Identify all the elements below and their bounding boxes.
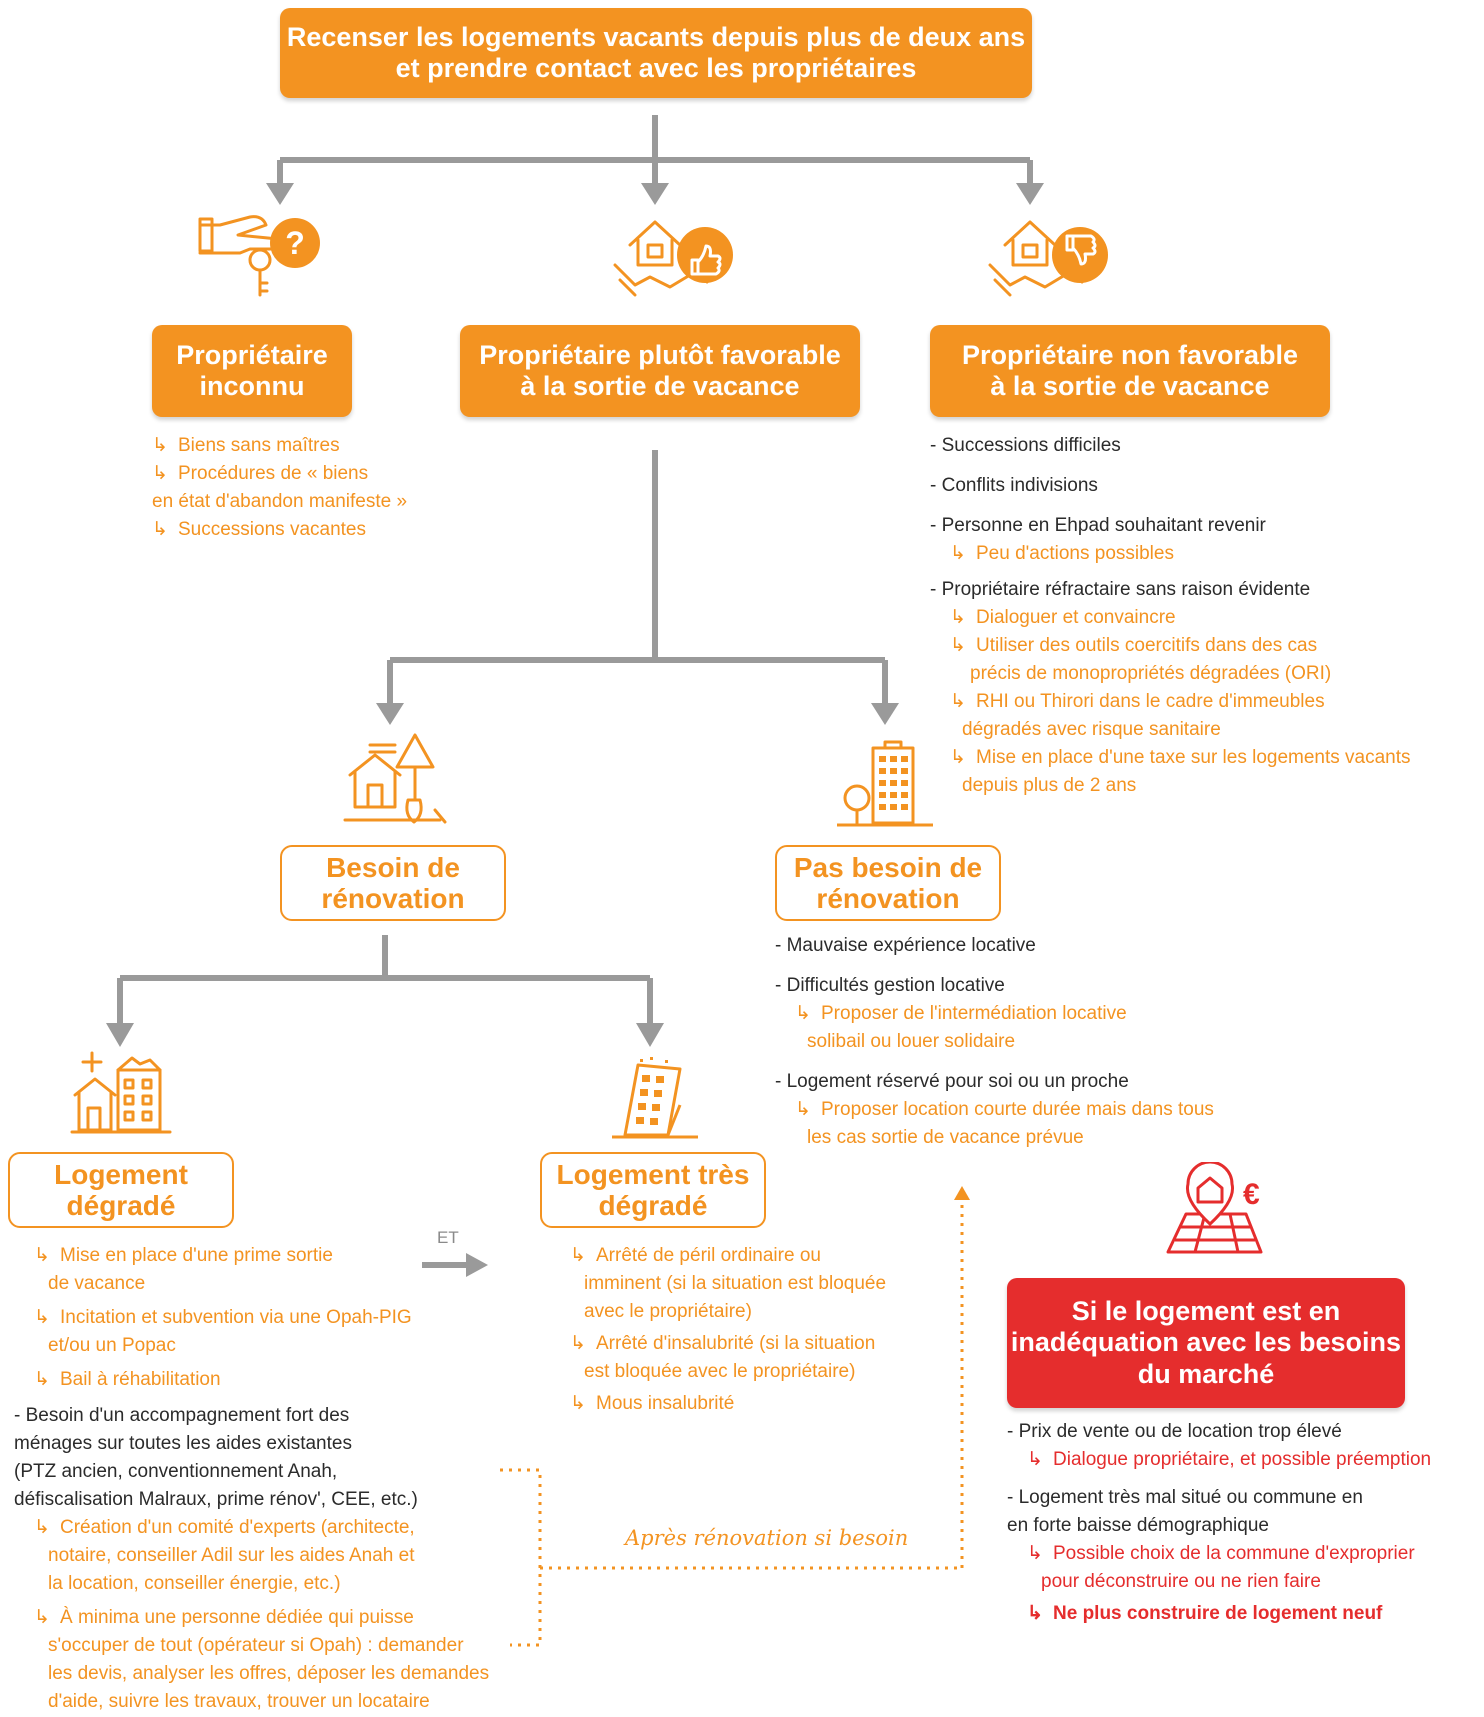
inconnu-item: Procédures de « biens bbox=[178, 463, 369, 484]
list-subitem: Arrêté d'insalubrité (si la situation bbox=[596, 1333, 876, 1354]
key-hand-question-icon: ? bbox=[198, 215, 320, 297]
degrade-list: ↳Mise en place d'une prime sortie de vac… bbox=[14, 1242, 489, 1716]
inconnu-item: Successions vacantes bbox=[178, 519, 366, 540]
apartment-building-tree-icon bbox=[837, 740, 933, 827]
list-subitem: Arrêté de péril ordinaire ou bbox=[596, 1245, 821, 1266]
box-proprietaire-favorable: Propriétaire plutôt favorable à la sorti… bbox=[460, 325, 860, 417]
list-item: défiscalisation Malraux, prime rénov', C… bbox=[14, 1489, 418, 1510]
crumbling-building-icon bbox=[612, 1057, 698, 1139]
house-handshake-thumbs-up-icon bbox=[613, 220, 733, 297]
list-item: - Difficultés gestion locative bbox=[775, 975, 1005, 996]
list-subitem: RHI ou Thirori dans le cadre d'immeubles bbox=[976, 691, 1325, 712]
list-subitem: les cas sortie de vacance prévue bbox=[807, 1127, 1084, 1148]
list-item: (PTZ ancien, conventionnement Anah, bbox=[14, 1461, 338, 1482]
box-proprietaire-non-favorable: Propriétaire non favorable à la sortie d… bbox=[930, 325, 1330, 417]
top-box: Recenser les logements vacants depuis pl… bbox=[280, 8, 1032, 98]
list-subitem: précis de monopropriétés dégradées (ORI) bbox=[970, 663, 1332, 684]
list-subitem: la location, conseiller énergie, etc.) bbox=[48, 1573, 341, 1594]
list-subitem: Ne plus construire de logement neuf bbox=[1053, 1603, 1383, 1624]
list-subitem: Création d'un comité d'experts (architec… bbox=[60, 1517, 415, 1538]
box-logement-tres-degrade: Logement très dégradé bbox=[540, 1152, 766, 1228]
box-inadequation-marche: Si le logement est en inadéquation avec … bbox=[1007, 1278, 1405, 1408]
list-item: - Logement très mal situé ou commune en bbox=[1007, 1487, 1363, 1508]
list-subitem: Mise en place d'une prime sortie bbox=[60, 1245, 333, 1266]
list-subitem: notaire, conseiller Adil sur les aides A… bbox=[48, 1545, 415, 1566]
list-subitem: imminent (si la situation est bloquée bbox=[584, 1273, 887, 1294]
non-favorable-list: - Successions difficiles - Conflits indi… bbox=[930, 432, 1411, 800]
list-item: - Besoin d'un accompagnement fort des bbox=[14, 1405, 350, 1426]
list-subitem: Incitation et subvention via une Opah-PI… bbox=[60, 1307, 412, 1328]
svg-text:?: ? bbox=[285, 225, 305, 261]
list-subitem: À minima une personne dédiée qui puisse bbox=[60, 1607, 414, 1628]
inconnu-list: ↳Biens sans maîtres ↳Procédures de « bie… bbox=[152, 435, 408, 540]
list-item: en forte baisse démographique bbox=[1007, 1515, 1269, 1536]
box-logement-degrade: Logement dégradé bbox=[8, 1152, 234, 1228]
list-subitem: Proposer location courte durée mais dans… bbox=[821, 1099, 1214, 1120]
inadequation-list: - Prix de vente ou de location trop élev… bbox=[1007, 1418, 1431, 1628]
list-item: - Prix de vente ou de location trop élev… bbox=[1007, 1421, 1342, 1442]
list-subitem: avec le propriétaire) bbox=[584, 1301, 752, 1322]
list-subitem: Utiliser des outils coercitifs dans des … bbox=[976, 635, 1318, 656]
box-proprietaire-inconnu: Propriétaire inconnu bbox=[152, 325, 352, 417]
list-subitem: Proposer de l'intermédiation locative bbox=[821, 1003, 1127, 1024]
inconnu-item: en état d'abandon manifeste » bbox=[152, 491, 408, 512]
list-item: - Propriétaire réfractaire sans raison é… bbox=[930, 579, 1311, 600]
house-handshake-thumbs-down-icon bbox=[988, 220, 1108, 297]
list-item: - Mauvaise expérience locative bbox=[775, 935, 1036, 956]
list-subitem: est bloquée avec le propriétaire) bbox=[584, 1361, 856, 1382]
list-subitem: Mous insalubrité bbox=[596, 1393, 735, 1414]
damaged-houses-icon bbox=[70, 1051, 172, 1134]
list-subitem: de vacance bbox=[48, 1273, 146, 1294]
tres-degrade-list: ↳Arrêté de péril ordinaire ou imminent (… bbox=[570, 1245, 887, 1414]
list-subitem: depuis plus de 2 ans bbox=[962, 775, 1137, 796]
list-subitem: dégradés avec risque sanitaire bbox=[962, 719, 1221, 740]
list-subitem: s'occuper de tout (opérateur si Opah) : … bbox=[48, 1635, 464, 1656]
list-item: ménages sur toutes les aides existantes bbox=[14, 1433, 352, 1454]
list-subitem: Bail à réhabilitation bbox=[60, 1369, 221, 1390]
apres-renovation-label: Après rénovation si besoin bbox=[625, 1526, 909, 1550]
list-subitem: Dialogue propriétaire, et possible préem… bbox=[1053, 1449, 1432, 1470]
map-pin-euro-icon: € bbox=[1166, 1162, 1263, 1254]
list-subitem: d'aide, suivre les travaux, trouver un l… bbox=[48, 1691, 430, 1712]
list-subitem: Mise en place d'une taxe sur les logemen… bbox=[976, 747, 1411, 768]
svg-text:€: € bbox=[1243, 1178, 1260, 1211]
house-tree-renovation-icon bbox=[343, 733, 447, 824]
list-item: - Logement réservé pour soi ou un proche bbox=[775, 1071, 1129, 1092]
list-subitem: pour déconstruire ou ne rien faire bbox=[1041, 1571, 1321, 1592]
inconnu-item: Biens sans maîtres bbox=[178, 435, 340, 456]
list-subitem: Possible choix de la commune d'exproprie… bbox=[1053, 1543, 1415, 1564]
list-item: - Conflits indivisions bbox=[930, 475, 1098, 496]
pas-besoin-list: - Mauvaise expérience locative - Difficu… bbox=[775, 932, 1214, 1152]
box-besoin-renovation: Besoin de rénovation bbox=[280, 845, 506, 921]
box-pas-besoin-renovation: Pas besoin de rénovation bbox=[775, 845, 1001, 921]
list-subitem: les devis, analyser les offres, déposer … bbox=[48, 1663, 490, 1684]
list-item: - Successions difficiles bbox=[930, 435, 1121, 456]
list-item: - Personne en Ehpad souhaitant revenir bbox=[930, 515, 1266, 536]
list-subitem: solibail ou louer solidaire bbox=[807, 1031, 1016, 1052]
et-label: ET bbox=[437, 1228, 459, 1247]
list-subitem: Peu d'actions possibles bbox=[976, 543, 1174, 564]
list-subitem: et/ou un Popac bbox=[48, 1335, 176, 1356]
list-subitem: Dialoguer et convaincre bbox=[976, 607, 1176, 628]
